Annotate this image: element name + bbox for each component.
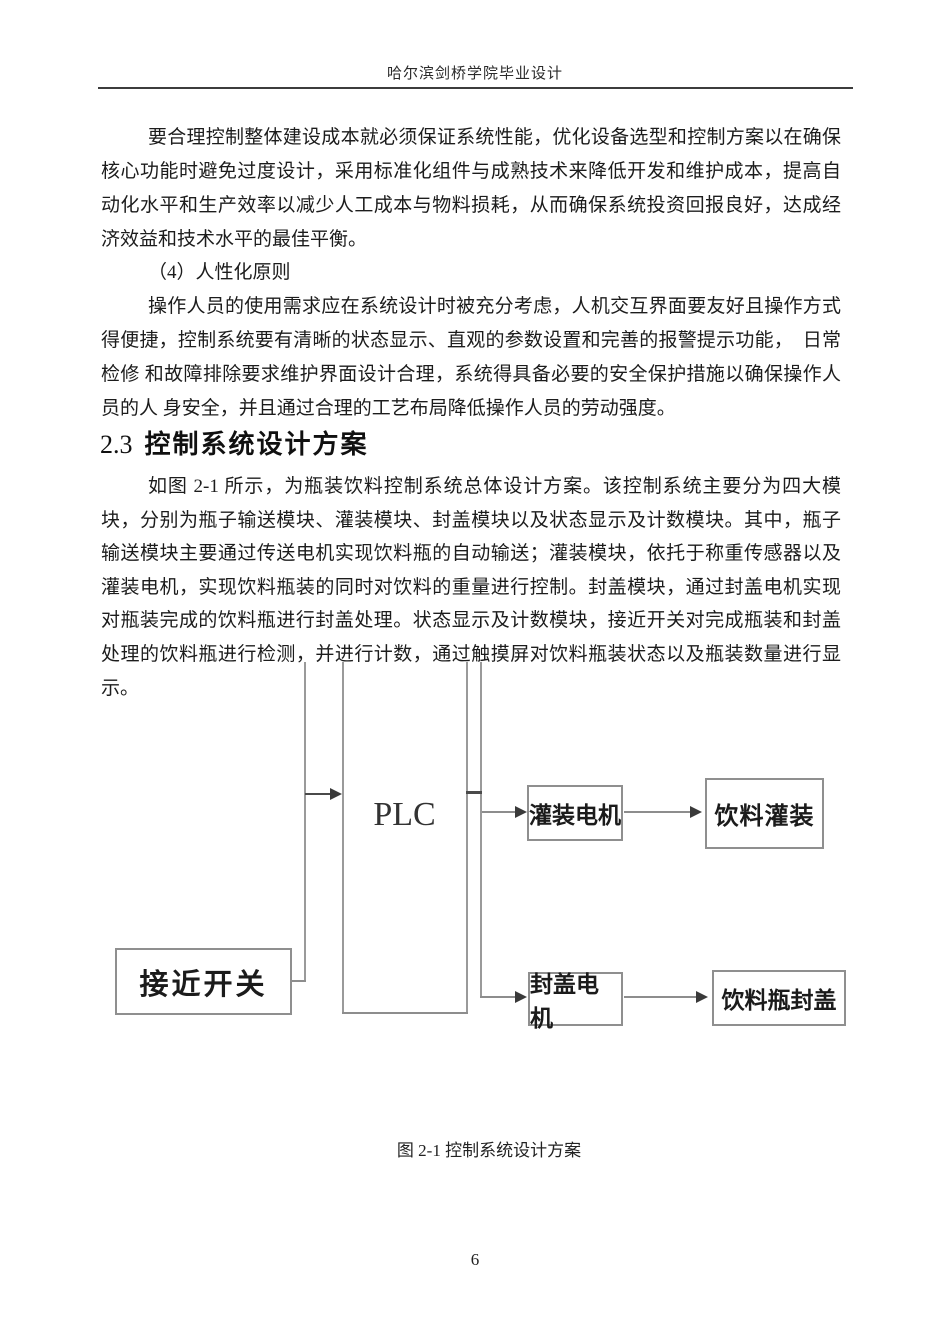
section-heading-2-3: 2.3 控制系统设计方案 (100, 424, 369, 461)
plc-box-left-edge (342, 662, 344, 1014)
arrow-filling-head-icon (690, 806, 702, 818)
connector-proximity-jog (292, 980, 306, 982)
section-number: 2.3 (100, 430, 133, 459)
plc-output-tap (466, 791, 482, 794)
proximity-switch-box: 接近开关 (115, 948, 292, 1015)
branch-filling-shaft (482, 811, 516, 813)
arrow-capping-head-icon (696, 991, 708, 1003)
bottle-capping-box: 饮料瓶封盖 (712, 970, 846, 1026)
filling-motor-label: 灌装电机 (529, 802, 621, 828)
plc-output-bus-vertical (480, 662, 482, 998)
arrow-into-plc-shaft (305, 793, 332, 795)
list-item-principle-4: （4）人性化原则 (148, 262, 291, 283)
section-title: 控制系统设计方案 (144, 429, 369, 459)
capping-motor-label: 封盖电机 (530, 971, 599, 1031)
plc-box-label: PLC (373, 796, 436, 833)
capping-motor-box: 封盖电机 (528, 971, 623, 1031)
paragraph-system-design: 如图 2-1 所示，为瓶装饮料控制系统总体设计方案。该控制系统主要分为四大模块，… (101, 476, 841, 699)
filling-motor-box: 灌装电机 (527, 785, 623, 841)
connector-proximity-to-plc-vertical (304, 662, 306, 982)
arrow-into-plc-head-icon (330, 788, 342, 800)
arrow-capping-shaft (624, 996, 697, 998)
paragraph-human-factors: 操作人员的使用需求应在系统设计时被充分考虑，人机交互界面要友好且操作方式得便捷，… (101, 296, 841, 419)
branch-capping-head-icon (515, 991, 527, 1003)
header-rule (98, 87, 853, 89)
drink-filling-box: 饮料灌装 (705, 778, 824, 849)
bottle-capping-label: 饮料瓶封盖 (721, 987, 837, 1013)
drink-filling-label: 饮料灌装 (714, 803, 815, 830)
page-number: 6 (470, 1250, 480, 1269)
paragraph-cost-control: 要合理控制整体建设成本就必须保证系统性能，优化设备选型和控制方案以在确保核心功能… (101, 127, 841, 250)
page-header-text: 哈尔滨剑桥学院毕业设计 (386, 66, 563, 82)
figure-caption: 图 2-1 控制系统设计方案 (396, 1141, 582, 1160)
branch-filling-head-icon (515, 806, 527, 818)
plc-box-bottom-edge (342, 1012, 468, 1014)
plc-box-right-edge (466, 662, 468, 1014)
branch-capping-shaft (480, 996, 516, 998)
proximity-switch-label: 接近开关 (139, 968, 268, 1001)
arrow-filling-shaft (624, 811, 691, 813)
